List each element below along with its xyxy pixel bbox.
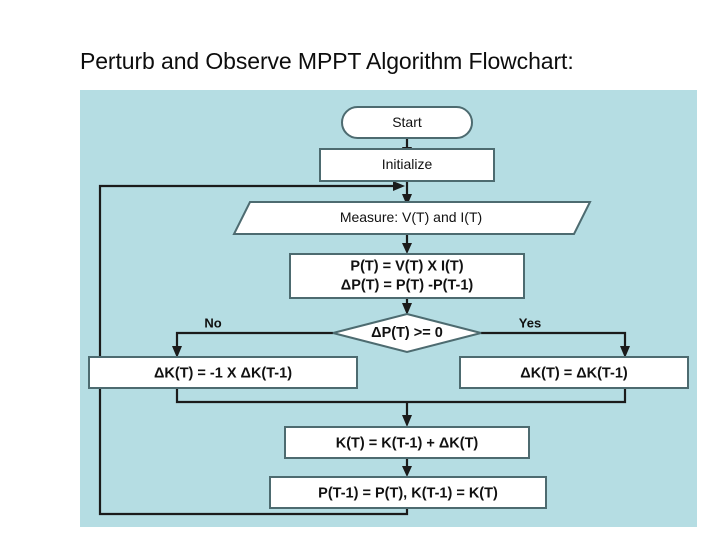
node-store-previous[interactable]: P(T-1) = P(T), K(T-1) = K(T): [269, 476, 547, 509]
edge-label-no: No: [204, 315, 221, 330]
node-decision[interactable]: ΔP(T) >= 0: [332, 312, 482, 354]
node-power-calc-line2: ΔP(T) = P(T) -P(T-1): [341, 277, 474, 293]
connector-power-to-decision: [402, 297, 412, 315]
node-branch-no-label: ΔK(T) = -1 X ΔK(T-1): [154, 365, 292, 381]
connector-decision-no: [172, 331, 333, 358]
node-store-previous-label: P(T-1) = P(T), K(T-1) = K(T): [318, 485, 498, 501]
node-branch-yes[interactable]: ΔK(T) = ΔK(T-1): [459, 356, 689, 389]
node-initialize-label: Initialize: [382, 156, 433, 172]
flowchart-panel: Start Initialize Measure: V(T) and I(T) …: [80, 90, 697, 527]
node-branch-no[interactable]: ΔK(T) = -1 X ΔK(T-1): [88, 356, 358, 389]
connector-branches-merge: [175, 388, 627, 427]
node-power-calc[interactable]: P(T) = V(T) X I(T) ΔP(T) = P(T) -P(T-1): [289, 253, 525, 299]
connector-initialize-to-measure: [402, 180, 412, 206]
flowchart-diagram: Start Initialize Measure: V(T) and I(T) …: [88, 106, 689, 516]
node-update-k-label: K(T) = K(T-1) + ΔK(T): [336, 435, 479, 451]
connector-decision-yes: [481, 331, 630, 358]
node-update-k[interactable]: K(T) = K(T-1) + ΔK(T): [284, 426, 530, 459]
node-initialize[interactable]: Initialize: [319, 148, 495, 182]
connector-feedback-loop: [98, 181, 409, 516]
node-power-calc-line1: P(T) = V(T) X I(T): [350, 258, 463, 274]
node-branch-yes-label: ΔK(T) = ΔK(T-1): [520, 365, 628, 381]
node-start[interactable]: Start: [341, 106, 473, 139]
node-measure-label: Measure: V(T) and I(T): [340, 209, 482, 225]
page-title: Perturb and Observe MPPT Algorithm Flowc…: [80, 48, 574, 74]
connector-updatek-to-store: [402, 458, 412, 477]
node-decision-label: ΔP(T) >= 0: [371, 325, 443, 341]
node-start-label: Start: [392, 114, 422, 130]
node-measure[interactable]: Measure: V(T) and I(T): [232, 201, 592, 235]
connector-measure-to-power: [402, 234, 412, 254]
edge-label-yes: Yes: [519, 315, 541, 330]
